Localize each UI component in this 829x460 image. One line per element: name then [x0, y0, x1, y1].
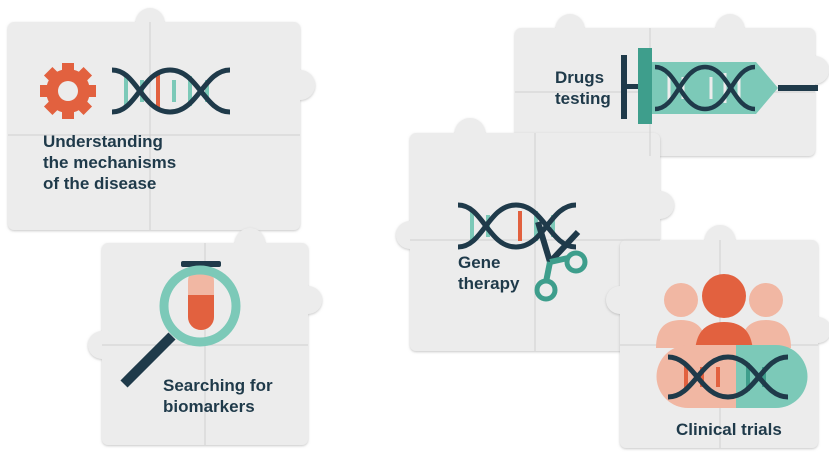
magnifier-icon: [120, 265, 241, 388]
people-icon: [656, 274, 791, 355]
label-gene-therapy: Gene therapy: [458, 253, 520, 293]
dna-icon: [457, 202, 577, 250]
dna-icon: [667, 354, 789, 400]
dna-icon: [654, 64, 756, 112]
puzzle-cluster-top-left: [8, 8, 315, 230]
label-searching-biomarkers: Searching for biomarkers: [163, 376, 273, 416]
dna-icon: [111, 67, 231, 115]
scissors-icon: [534, 221, 588, 302]
gear-icon: [40, 63, 96, 119]
test-tube-icon: [181, 261, 221, 330]
label-understanding-mechanisms: Understanding the mechanisms of the dise…: [43, 132, 177, 193]
label-clinical-trials: Clinical trials: [676, 420, 782, 439]
label-drugs-testing: Drugs testing: [555, 68, 611, 108]
